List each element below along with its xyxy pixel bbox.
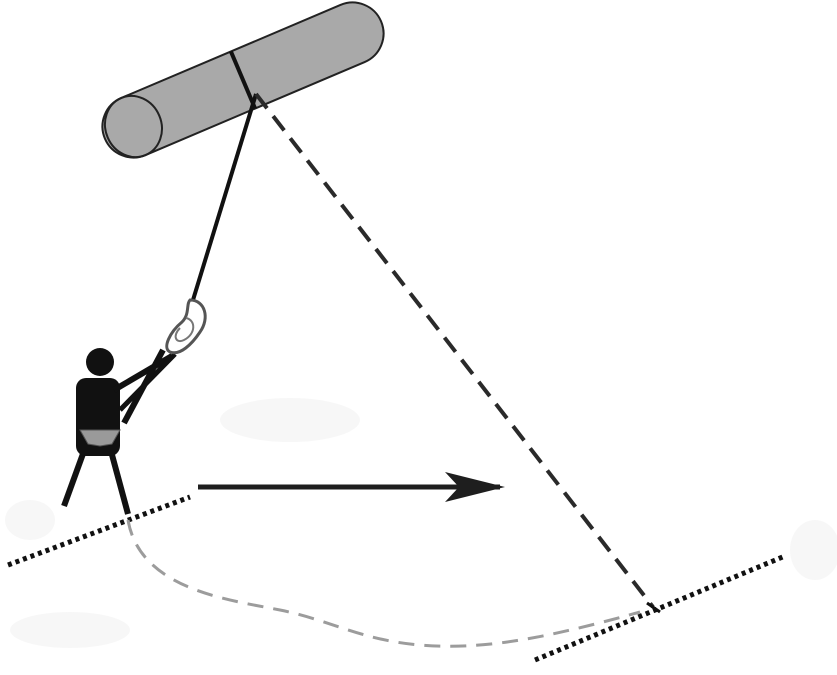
control-bar	[124, 350, 163, 423]
ground-line-right	[535, 556, 785, 660]
chicken-loop	[167, 300, 205, 353]
kiter-figure	[64, 300, 205, 514]
vertical-projection-line	[256, 94, 653, 607]
trajectory-path	[128, 520, 640, 646]
kiter-head	[86, 348, 114, 376]
